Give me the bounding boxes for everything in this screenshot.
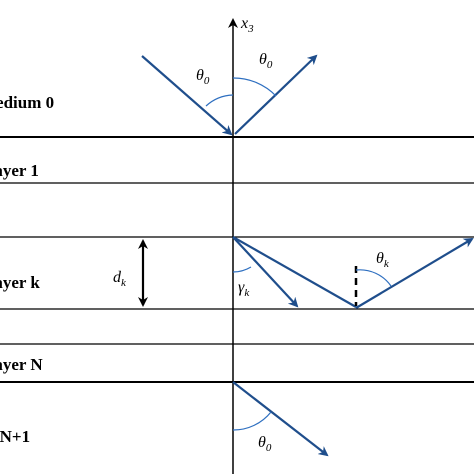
label-layer-k: Layer k bbox=[0, 273, 40, 292]
axis-label: x3 bbox=[240, 15, 254, 35]
label-medium-0: Medium 0 bbox=[0, 93, 54, 112]
gammak-label: γk bbox=[238, 279, 250, 299]
label-layer-N: Layer N bbox=[0, 355, 43, 374]
thickness-label: dk bbox=[113, 269, 127, 289]
incident-ray bbox=[141, 55, 233, 136]
gammak-arc bbox=[232, 266, 252, 273]
theta0-incident-arc bbox=[205, 94, 234, 107]
theta0-transmitted-arc bbox=[232, 411, 272, 431]
theta0-reflected-label: θ0 bbox=[259, 51, 273, 71]
transmitted-ray bbox=[232, 381, 329, 457]
label-medium-N1: Medium N+1 bbox=[0, 427, 30, 446]
label-layer-1: Layer 1 bbox=[0, 161, 39, 180]
reflected-ray-up bbox=[355, 237, 474, 309]
thetak-label: θk bbox=[376, 250, 390, 270]
thetak-arc bbox=[355, 269, 392, 287]
theta0-transmitted-label: θ0 bbox=[258, 434, 272, 454]
theta0-incident-label: θ0 bbox=[196, 67, 210, 87]
refracted-ray-short bbox=[232, 236, 299, 308]
theta0-reflected-arc bbox=[232, 77, 277, 97]
refracted-ray-down bbox=[232, 236, 357, 308]
